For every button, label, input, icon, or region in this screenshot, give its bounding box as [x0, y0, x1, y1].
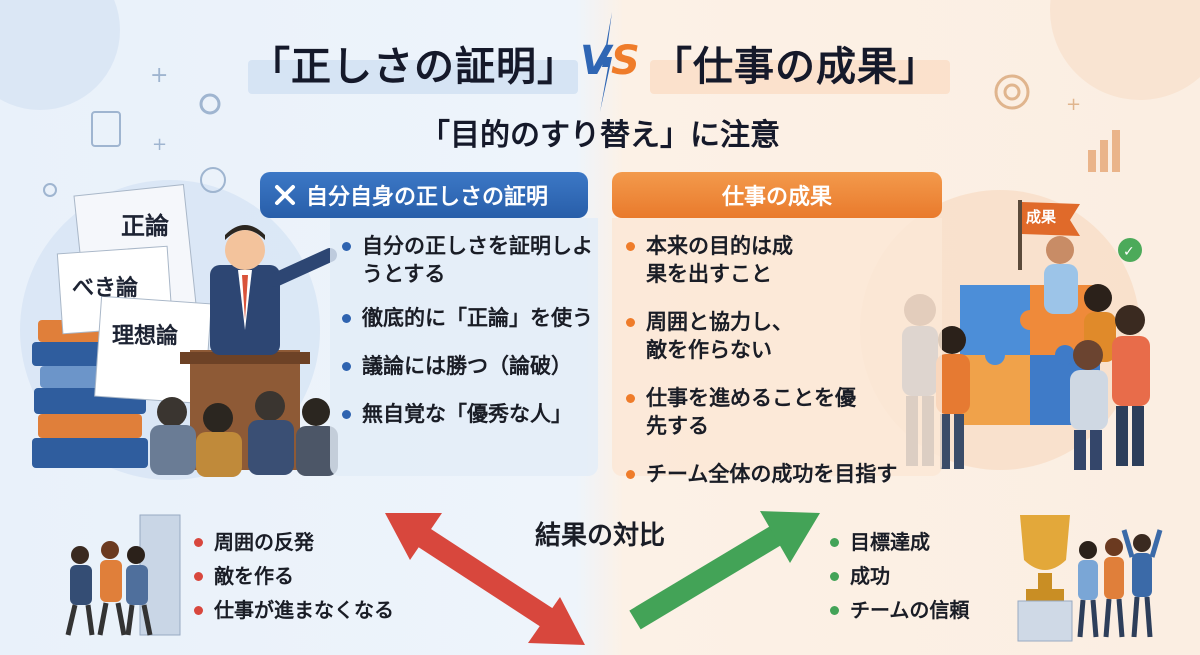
good-results-list: 目標達成 成功 チームの信頼	[828, 528, 969, 630]
right-points-list: 本来の目的は成果を出すこと 周囲と協力し、敵を作らない 仕事を進めることを優先す…	[624, 232, 942, 508]
paper-label-bekiron: べき論	[72, 276, 139, 301]
right-point: 周囲と協力し、敵を作らない	[624, 308, 799, 364]
right-point: 本来の目的は成果を出すこと	[624, 232, 799, 288]
paper-label-risoron: 理想論	[112, 324, 179, 349]
right-point: チーム全体の成功を目指す	[624, 460, 942, 488]
conflict-illustration	[65, 514, 181, 636]
left-title-band	[248, 60, 578, 94]
left-point: 無自覚な「優秀な人」	[340, 400, 595, 428]
subtitle: 「目的のすり替え」に注意	[420, 118, 780, 153]
result-title: 結果の対比	[534, 521, 665, 551]
right-point: 仕事を進めることを優先する	[624, 384, 869, 440]
good-result: 成功	[828, 562, 969, 590]
bad-result: 仕事が進まなくなる	[192, 596, 394, 624]
svg-text:✓: ✓	[1123, 244, 1135, 260]
bad-result: 敵を作る	[192, 562, 394, 590]
svg-text:+: +	[152, 134, 167, 155]
left-panel-header: 自分自身の正しさの証明	[260, 172, 588, 218]
left-title: 「正しさの証明」	[250, 44, 578, 90]
flag-label: 成果	[1026, 208, 1057, 226]
vs-label: VS	[580, 38, 640, 84]
good-result: 目標達成	[828, 528, 969, 556]
paper-label-seiron: 正論	[121, 212, 169, 240]
right-title: 「仕事の成果」	[652, 44, 939, 90]
vs-s: S	[610, 38, 640, 84]
left-point: 議論には勝つ（論破）	[340, 352, 595, 380]
right-title-band	[650, 60, 950, 94]
left-panel-body	[330, 218, 598, 476]
red-double-arrow	[385, 513, 585, 645]
svg-text:+: +	[150, 63, 168, 88]
left-points-list: 自分の正しさを証明しようとする 徹底的に「正論」を使う 議論には勝つ（論破） 無…	[340, 232, 595, 448]
good-result: チームの信頼	[828, 596, 969, 624]
right-panel-body	[612, 218, 942, 476]
bad-results-list: 周囲の反発 敵を作る 仕事が進まなくなる	[192, 528, 394, 630]
speaker-illustration	[32, 184, 338, 477]
left-point: 自分の正しさを証明しようとする	[340, 232, 595, 288]
trophy-icon	[1017, 515, 1073, 642]
lightning-icon	[600, 12, 612, 112]
bad-result: 周囲の反発	[192, 528, 394, 556]
trophy-team-illustration	[1017, 515, 1163, 642]
right-panel-header: 仕事の成果	[612, 172, 942, 218]
left-panel-title: 自分自身の正しさの証明	[306, 185, 549, 210]
green-up-arrow	[629, 511, 820, 630]
x-icon	[275, 185, 295, 205]
svg-text:+: +	[1066, 94, 1081, 115]
result-arrows	[385, 511, 820, 645]
left-point: 徹底的に「正論」を使う	[340, 304, 595, 332]
vs-v: V	[580, 38, 611, 84]
